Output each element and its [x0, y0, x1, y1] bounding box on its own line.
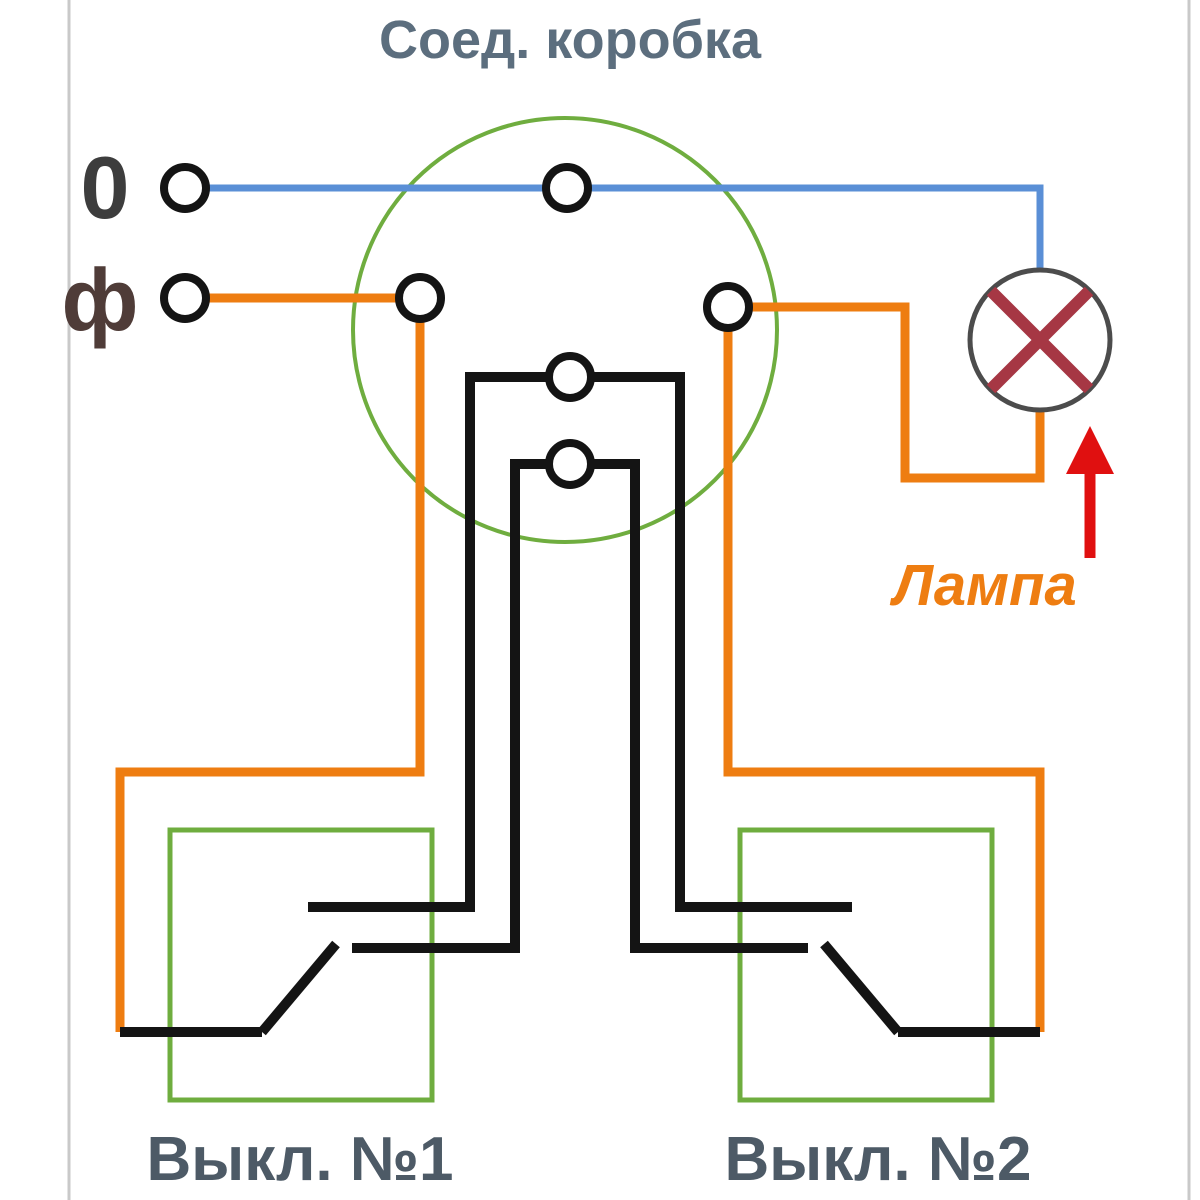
wire-neutral [185, 184, 1044, 272]
switch2-arm [820, 940, 902, 1036]
switch1-box [167, 827, 435, 1103]
junction-box-circle [351, 116, 779, 544]
wire-phase-box-to-lamp [728, 302, 1045, 483]
lamp-label: Лампа [889, 553, 1076, 618]
phase-terminal-label: ф [62, 250, 139, 349]
terminal-box-phase-left [395, 273, 445, 323]
junction-box-title: Соед. коробка [379, 10, 762, 70]
wire-phase-box-to-switch1 [115, 298, 425, 1032]
lamp-cross-line2 [986, 286, 1094, 394]
wire-traveller2-switch2 [570, 459, 808, 953]
neutral-terminal-label: 0 [81, 138, 130, 237]
terminal-box-phase-right [703, 282, 753, 332]
switch2-box [737, 827, 995, 1103]
wire-traveller1-switch2 [570, 372, 852, 912]
terminal-phase-left [160, 273, 210, 323]
lamp-arrow-head [1066, 426, 1114, 474]
switch1-arm [258, 940, 340, 1036]
switch2-label: Выкл. №2 [725, 1125, 1032, 1194]
terminal-box-traveller1 [545, 352, 595, 402]
wire-traveller2-switch1 [352, 459, 570, 953]
wire-traveller1-switch1 [308, 372, 570, 912]
terminal-neutral-left [160, 163, 210, 213]
wire-phase-box-to-switch2 [723, 307, 1045, 1032]
terminal-box-traveller2 [545, 439, 595, 489]
switch1-label: Выкл. №1 [147, 1125, 454, 1194]
terminal-box-neutral [542, 163, 592, 213]
